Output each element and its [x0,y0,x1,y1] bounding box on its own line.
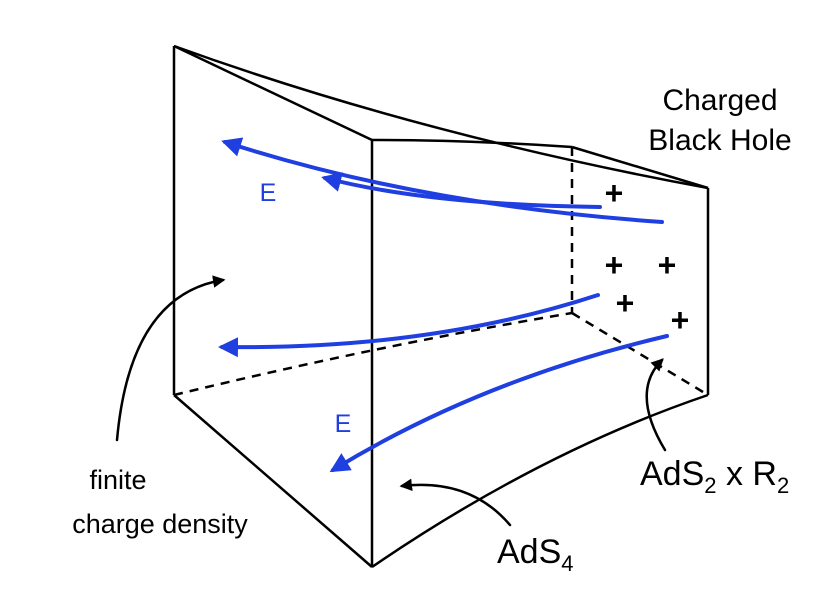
ads2-r2-label: AdS2 x R2 [640,455,789,498]
ads4-label: AdS4 [497,533,574,576]
top-front-edge [371,138,573,149]
charge-plus: + [671,302,690,338]
top-back-edge [173,44,709,190]
field-line [321,172,602,209]
ads2-subscript: 2 [704,473,716,498]
finite-density-pointer [115,275,226,442]
field-label-lower: E [335,410,352,438]
bottom-front-edge [371,393,709,569]
ads2-pointer [645,358,667,452]
charge-plus: + [605,175,624,211]
r2-subscript: 2 [777,473,789,498]
charge-plus: + [605,247,624,283]
field-lines [218,137,669,473]
field-line [218,293,600,358]
hidden-edges [173,147,709,397]
finite-density-label-line2: charge density [72,509,248,539]
top-left-edge [173,44,373,142]
field-label-upper: E [260,179,277,207]
spacetime-outline [172,44,710,569]
field-line [329,334,669,473]
bottom-left-edge [173,394,373,568]
finite-density-label-line1: finite [89,465,146,495]
ads4-subscript: 4 [561,551,573,576]
hidden-bottom-edge [173,311,573,397]
horizon-charges: + + + + + [605,175,690,338]
field-line [221,137,664,224]
charge-plus: + [616,285,635,321]
black-hole-label-line2: Black Hole [648,124,791,157]
annotation-arrows [115,275,667,527]
charge-plus: + [658,247,677,283]
hidden-horizon-edge [571,311,709,397]
top-right-edge [571,145,709,190]
ads4-pointer [399,478,512,527]
black-hole-label-line1: Charged [662,84,777,117]
